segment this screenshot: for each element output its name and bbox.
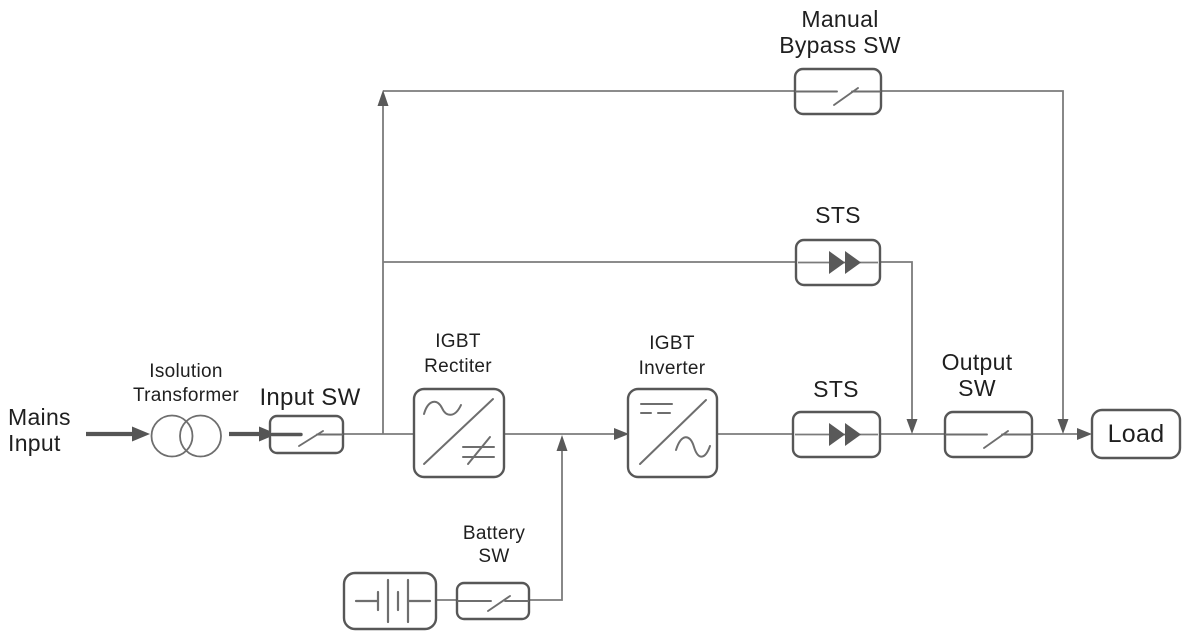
output-sw-box [943, 410, 1034, 459]
manual-bypass-sw-box [793, 67, 883, 116]
output-sw-label: Output SW [941, 349, 1013, 401]
battery-sw-label: Battery SW [462, 523, 526, 567]
wire-bypass-top-right [881, 90, 1064, 421]
sts-lower-icon [795, 423, 878, 446]
wire-arrowheads [377, 90, 1092, 451]
manual-bypass-sw-label: Manual Bypass SW [779, 6, 901, 58]
mains-input-label: Mains Input [8, 404, 71, 456]
igbt-rectifier-label: IGBT Rectiter [424, 331, 492, 377]
wire-sts-upper-right [880, 261, 913, 421]
output-sw-icon [945, 430, 1032, 449]
isolation-transformer-label: Isolution Transformer [132, 361, 240, 406]
rectifier-diagonal [423, 398, 494, 465]
sts-upper-icon [798, 251, 878, 274]
sts-lower-triangle-2 [845, 423, 861, 446]
inverter-ac-sine [675, 436, 711, 458]
arrow-right-inverter-input [614, 428, 629, 440]
mains-arrow-head [132, 426, 150, 442]
battery-box [342, 571, 438, 631]
sts-lower-label: STS [813, 376, 859, 402]
transformer-coil-secondary [179, 414, 222, 458]
flow-arrows-thick [86, 426, 277, 442]
arrow-up-battery-riser [556, 435, 568, 451]
input-sw-label: Input SW [259, 384, 361, 411]
input-sw-box [268, 414, 345, 455]
battery-icon [354, 578, 432, 624]
inverter-icon [639, 399, 711, 465]
input-sw-icon [270, 430, 343, 447]
battery-sw-box [455, 581, 531, 621]
sts-lower-triangle-1 [829, 423, 845, 446]
transformer-icon [150, 414, 222, 458]
transformer-arrow-head [259, 426, 277, 442]
wire-battery-riser [529, 449, 563, 601]
sts-upper-label: STS [815, 202, 861, 228]
arrow-right-load-input [1077, 428, 1092, 440]
manual-bypass-sw-icon [795, 87, 881, 106]
sts-upper-triangle-1 [829, 251, 845, 274]
arrow-down-sts-branch [906, 419, 918, 434]
sts-icons [795, 251, 878, 446]
igbt-inverter-label: IGBT Inverter [638, 333, 706, 379]
sts-upper-triangle-2 [845, 251, 861, 274]
load-label: Load [1107, 420, 1165, 448]
switch-icons [270, 87, 1032, 612]
arrow-down-bypass-branch [1057, 419, 1069, 434]
rectifier-ac-sine [423, 400, 462, 416]
arrow-up-bypass-riser [377, 90, 389, 106]
battery-sw-icon [457, 595, 529, 612]
input-sw-blade [298, 430, 324, 447]
inverter-diagonal [639, 399, 707, 465]
transformer-coil-primary [150, 414, 194, 458]
rectifier-dc-slash [467, 436, 491, 465]
wires [343, 90, 1080, 601]
battery-sw-blade [487, 595, 511, 612]
rectifier-icon [423, 398, 495, 465]
